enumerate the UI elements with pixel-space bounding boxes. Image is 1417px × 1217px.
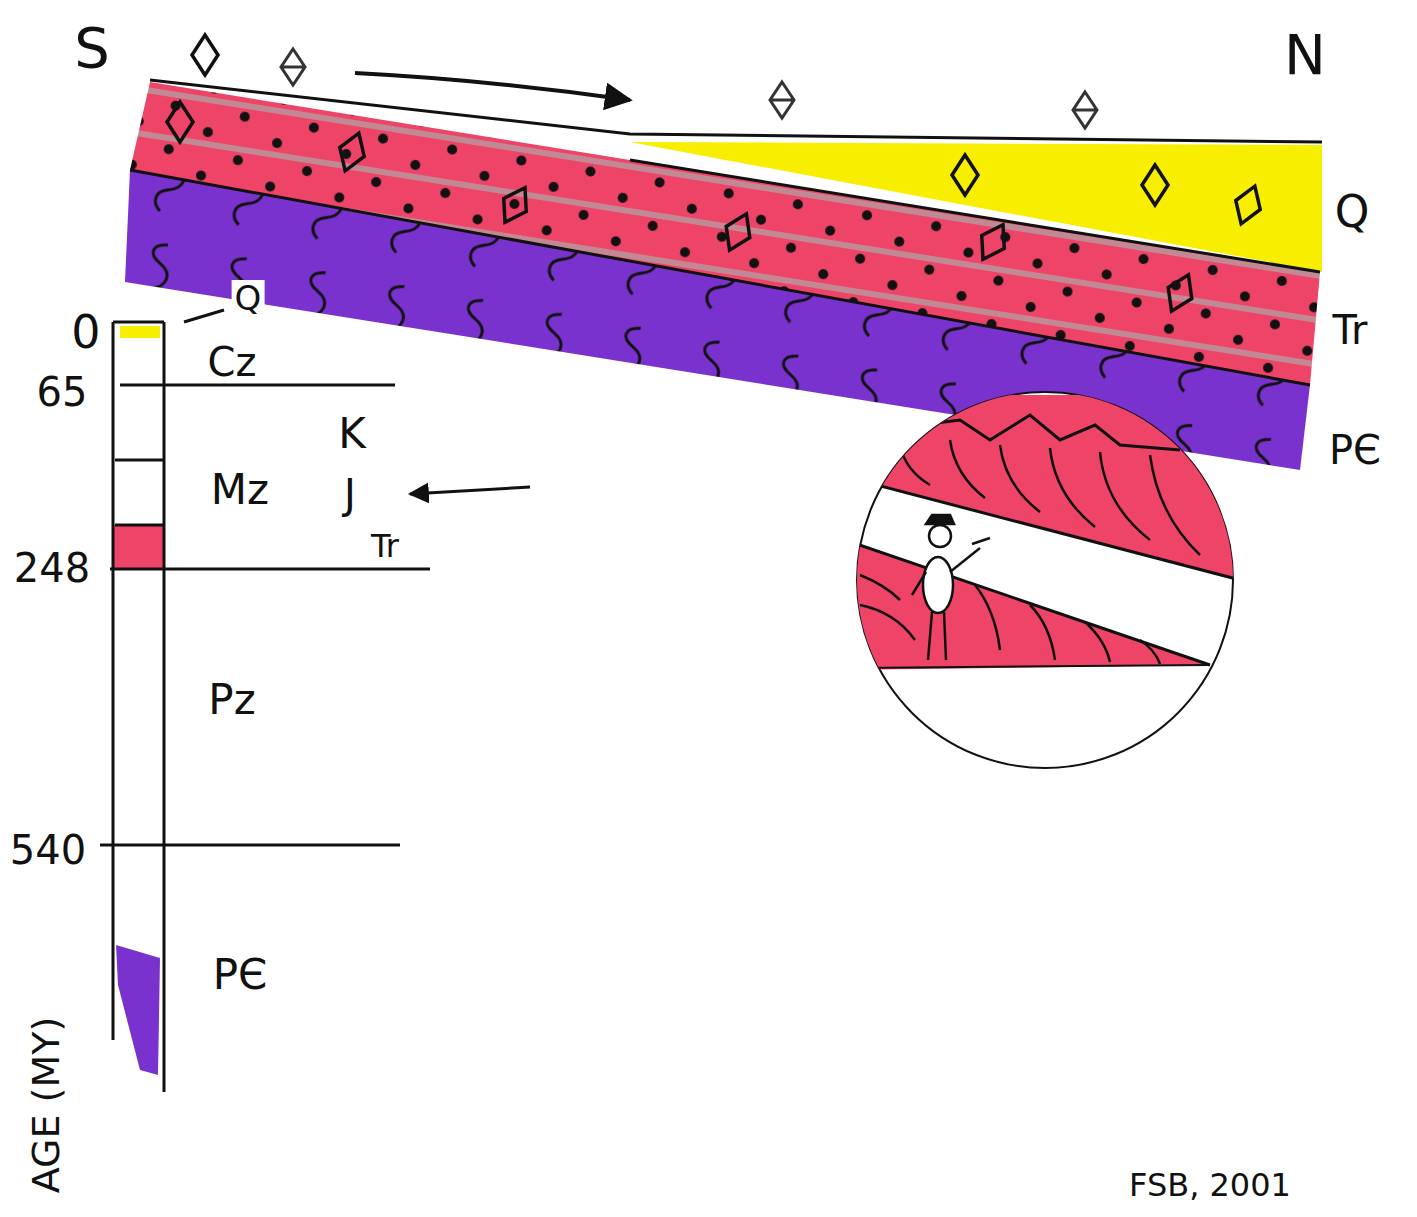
axis-title: AGE (MY) [26, 1014, 66, 1197]
flow-arrow [355, 73, 630, 100]
stratum-label: Tr [1330, 309, 1371, 351]
signature: FSB, 2001 [1126, 1168, 1294, 1202]
age-number: 540 [7, 829, 89, 871]
period-label: J [341, 473, 359, 515]
period-label: Tr [368, 529, 402, 563]
stratum-label: PЄ [1326, 429, 1384, 471]
age-number: 65 [34, 371, 91, 413]
period-label: Q [232, 280, 265, 316]
age-number: 248 [11, 547, 93, 589]
compass-label: S [71, 19, 113, 77]
stratum-label: Q [1332, 189, 1373, 235]
era-label: Cz [205, 341, 260, 383]
compass-label: N [1281, 26, 1329, 84]
period-label: K [335, 412, 369, 456]
era-label: Pz [205, 678, 258, 722]
age-number: 0 [68, 308, 103, 356]
inset-magnifier [845, 392, 1240, 768]
crystal-symbols [167, 35, 1267, 317]
era-label: Mz [208, 468, 272, 512]
time-scale [100, 310, 530, 1092]
era-label: PЄ [210, 953, 271, 997]
strata [125, 80, 1322, 470]
